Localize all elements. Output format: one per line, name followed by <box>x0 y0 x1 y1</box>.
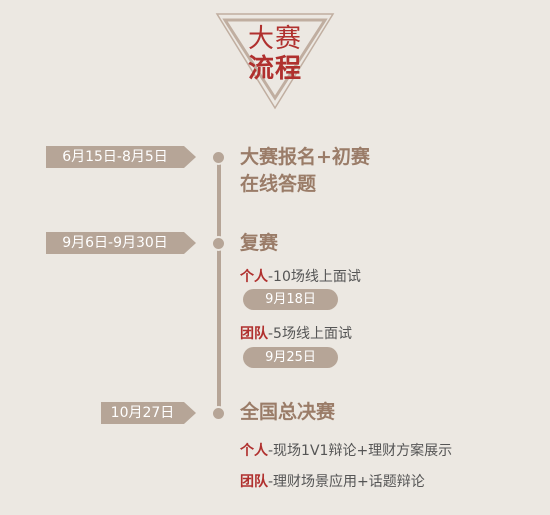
stage-2-item-1-role: 个人 <box>240 269 268 285</box>
header-title-line1: 大赛 <box>247 24 302 54</box>
stage-2-dot <box>211 236 226 251</box>
stage-1-title-line2: 在线答题 <box>240 173 317 195</box>
stage-2-item-2-text: -5场线上面试 <box>268 326 352 342</box>
stage-2-item-1: 个人-10场线上面试 <box>240 266 361 286</box>
stage-2-item-1-date: 9月18日 <box>265 292 316 307</box>
stage-2-title: 复赛 <box>240 232 279 254</box>
stage-1-title: 大赛报名+初赛 在线答题 <box>240 144 370 198</box>
stage-1-date-pill: 6月15日-8月5日 <box>46 146 196 168</box>
stage-3-item-2: 团队-理财场景应用+话题辩论 <box>240 471 425 491</box>
stage-3-item-2-role: 团队 <box>240 474 268 490</box>
stage-1-date: 6月15日-8月5日 <box>62 149 168 165</box>
stage-2-item-1-date-pill: 9月18日 <box>243 289 338 310</box>
stage-3-dot <box>211 406 226 421</box>
stage-3-item-1-role: 个人 <box>240 443 268 459</box>
stage-2-date: 9月6日-9月30日 <box>62 235 168 251</box>
timeline-line <box>217 157 221 415</box>
stage-3-item-1: 个人-现场1V1辩论+理财方案展示 <box>240 440 452 460</box>
header-title-line2: 流程 <box>247 54 302 84</box>
stage-2-item-1-text: -10场线上面试 <box>268 269 361 285</box>
stage-3-title: 全国总决赛 <box>240 401 336 423</box>
stage-2-item-2-date: 9月25日 <box>265 350 316 365</box>
header-title: 大赛 流程 <box>232 24 318 84</box>
stage-1-dot <box>211 150 226 165</box>
stage-3-date-pill: 10月27日 <box>101 402 196 424</box>
stage-2-item-2: 团队-5场线上面试 <box>240 323 352 343</box>
stage-2-date-pill: 9月6日-9月30日 <box>46 232 196 254</box>
stage-3-item-1-text: -现场1V1辩论+理财方案展示 <box>268 443 453 459</box>
stage-3-date: 10月27日 <box>110 405 175 421</box>
stage-1-title-line1: 大赛报名+初赛 <box>240 146 370 168</box>
stage-3-item-2-text: -理财场景应用+话题辩论 <box>268 474 425 490</box>
stage-2-item-2-date-pill: 9月25日 <box>243 347 338 368</box>
stage-2-item-2-role: 团队 <box>240 326 268 342</box>
header-triangle-graphic <box>215 13 335 110</box>
